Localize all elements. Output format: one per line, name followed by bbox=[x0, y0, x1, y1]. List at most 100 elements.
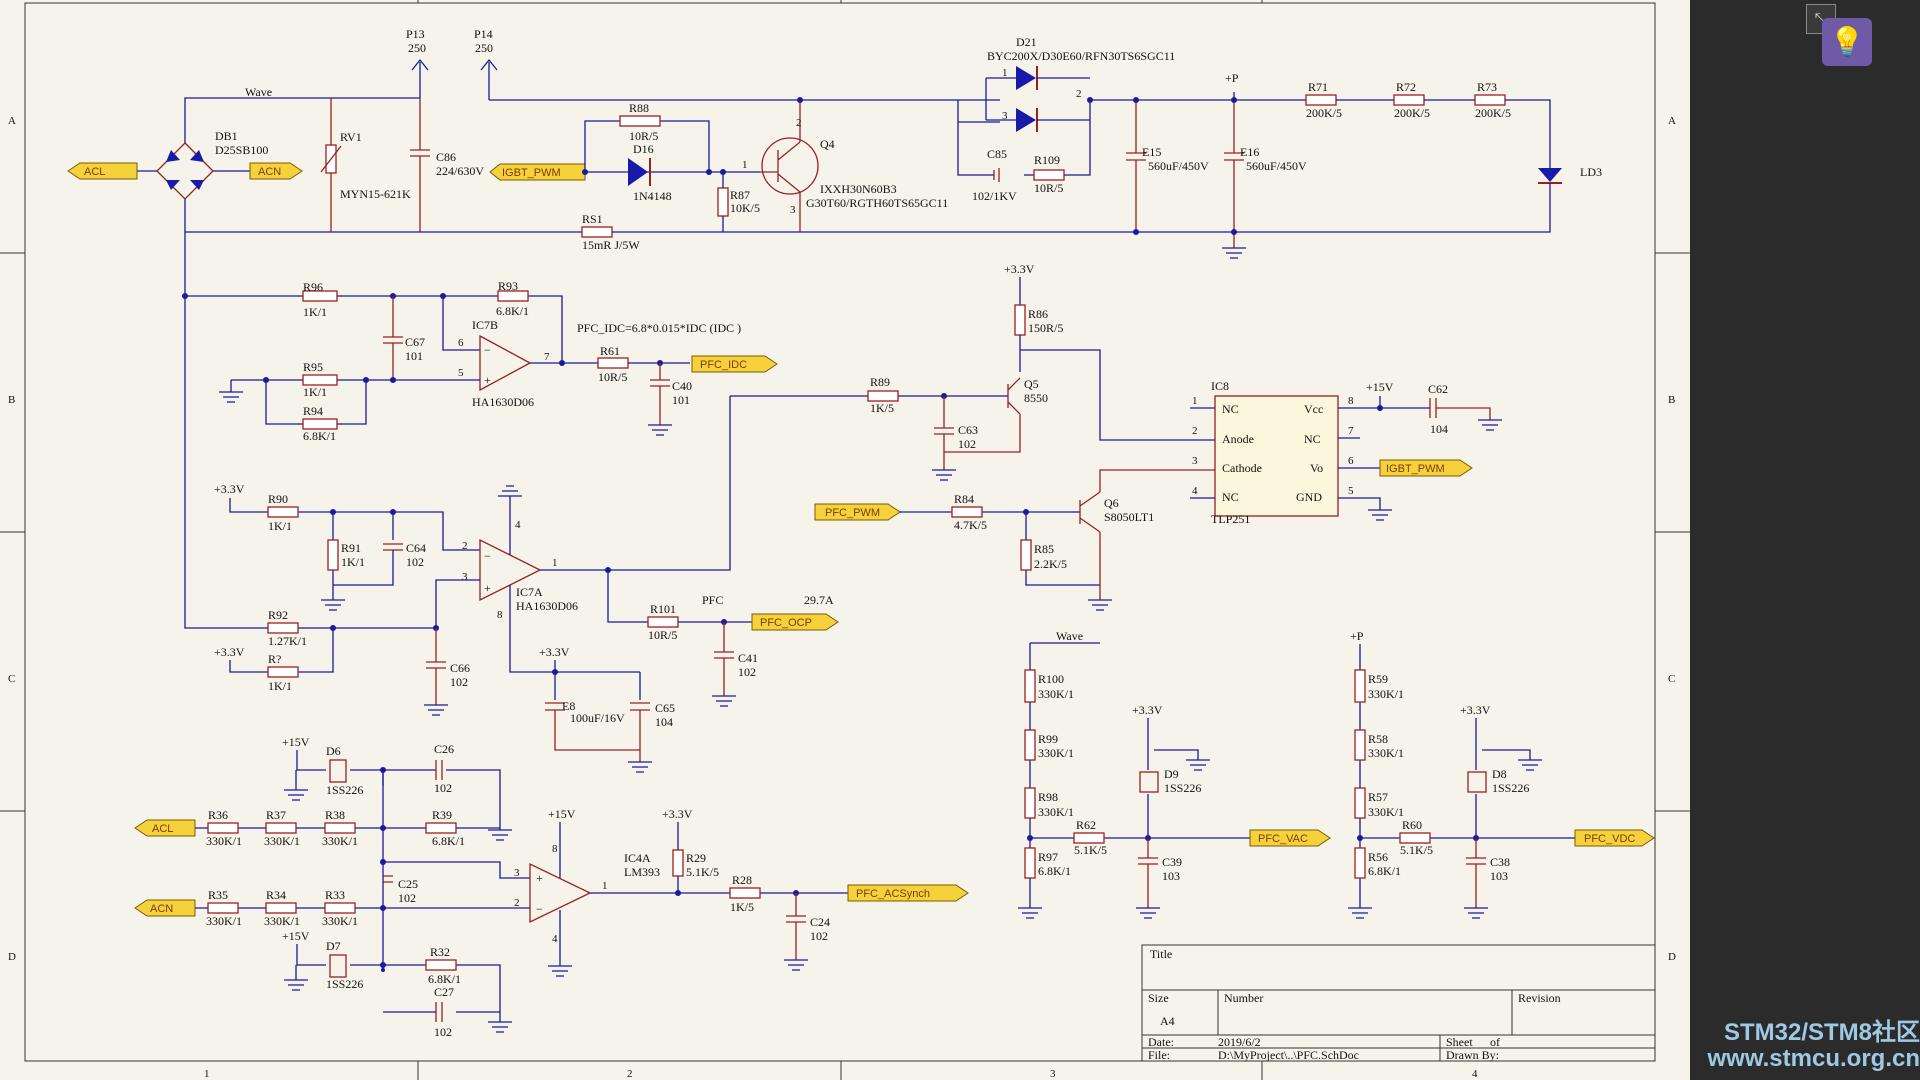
svg-text:LM393: LM393 bbox=[624, 865, 660, 879]
svg-text:C27: C27 bbox=[434, 985, 454, 999]
svg-text:104: 104 bbox=[1430, 422, 1448, 436]
svg-text:R72: R72 bbox=[1396, 80, 1416, 94]
svg-text:330K/1: 330K/1 bbox=[322, 914, 358, 928]
svg-text:1K/5: 1K/5 bbox=[730, 900, 754, 914]
svg-text:1K/1: 1K/1 bbox=[268, 679, 292, 693]
port-pfc-vdc: PFC_VDC bbox=[1574, 829, 1655, 847]
svg-text:C85: C85 bbox=[987, 147, 1007, 161]
svg-text:C24: C24 bbox=[810, 915, 830, 929]
svg-text:+: + bbox=[484, 581, 491, 595]
svg-text:1N4148: 1N4148 bbox=[633, 189, 672, 203]
svg-text:+3.3V: +3.3V bbox=[539, 645, 570, 659]
svg-text:R88: R88 bbox=[629, 101, 649, 115]
svg-text:R91: R91 bbox=[341, 541, 361, 555]
svg-text:+3.3V: +3.3V bbox=[214, 482, 245, 496]
power-stage: DB1 D25SB100 ACL ACN Wave RV1 MYN15-621K… bbox=[67, 27, 1602, 296]
svg-text:6.8K/1: 6.8K/1 bbox=[428, 972, 461, 986]
svg-text:1: 1 bbox=[552, 557, 558, 569]
svg-text:R101: R101 bbox=[650, 602, 676, 616]
svg-text:102: 102 bbox=[434, 1025, 452, 1039]
svg-text:R71: R71 bbox=[1308, 80, 1328, 94]
svg-text:1SS226: 1SS226 bbox=[326, 783, 363, 797]
svg-text:ACL: ACL bbox=[84, 166, 105, 178]
svg-text:1SS226: 1SS226 bbox=[1492, 781, 1529, 795]
svg-text:5.1K/5: 5.1K/5 bbox=[686, 865, 719, 879]
svg-text:+3.3V: +3.3V bbox=[1132, 703, 1163, 717]
svg-text:−: − bbox=[484, 549, 491, 563]
svg-text:+15V: +15V bbox=[1366, 380, 1394, 394]
title-block-revision: Revision bbox=[1518, 991, 1561, 1005]
port-acl-bottom: ACL bbox=[134, 819, 196, 837]
svg-text:2: 2 bbox=[514, 897, 520, 909]
svg-text:1K/5: 1K/5 bbox=[870, 401, 894, 415]
svg-text:ACL: ACL bbox=[152, 823, 173, 835]
svg-text:DB1: DB1 bbox=[215, 129, 238, 143]
svg-text:1: 1 bbox=[602, 880, 608, 892]
svg-text:104: 104 bbox=[655, 715, 673, 729]
svg-text:2: 2 bbox=[796, 117, 802, 129]
svg-text:R57: R57 bbox=[1368, 790, 1388, 804]
svg-text:6.8K/1: 6.8K/1 bbox=[1368, 864, 1401, 878]
title-block-date: Date: bbox=[1148, 1035, 1174, 1049]
lightbulb-icon[interactable]: 💡 bbox=[1822, 18, 1872, 66]
svg-text:224/630V: 224/630V bbox=[436, 164, 484, 178]
svg-text:1: 1 bbox=[742, 159, 748, 171]
svg-text:7: 7 bbox=[1348, 425, 1354, 437]
svg-text:6.8K/1: 6.8K/1 bbox=[432, 834, 465, 848]
svg-text:P13: P13 bbox=[406, 27, 425, 41]
border-zone-labels: A B C D A B C D 1 2 3 4 bbox=[8, 115, 1676, 1080]
svg-text:+3.3V: +3.3V bbox=[662, 807, 693, 821]
svg-text:MYN15-621K: MYN15-621K bbox=[340, 187, 411, 201]
title-block bbox=[1141, 944, 1656, 1062]
svg-text:4: 4 bbox=[1472, 1068, 1478, 1080]
svg-text:4: 4 bbox=[552, 933, 558, 945]
svg-text:E16: E16 bbox=[1240, 145, 1259, 159]
svg-text:15mR J/5W: 15mR J/5W bbox=[582, 238, 640, 252]
svg-text:C39: C39 bbox=[1162, 855, 1182, 869]
svg-text:R58: R58 bbox=[1368, 732, 1388, 746]
svg-text:ACN: ACN bbox=[150, 903, 173, 915]
svg-text:560uF/450V: 560uF/450V bbox=[1246, 159, 1307, 173]
svg-text:S8050LT1: S8050LT1 bbox=[1104, 510, 1154, 524]
svg-text:−: − bbox=[536, 902, 543, 916]
svg-text:Q4: Q4 bbox=[820, 137, 835, 151]
svg-text:R61: R61 bbox=[600, 344, 620, 358]
svg-text:C: C bbox=[1668, 673, 1675, 685]
svg-text:R60: R60 bbox=[1402, 818, 1422, 832]
svg-text:102: 102 bbox=[810, 929, 828, 943]
svg-text:101: 101 bbox=[405, 349, 423, 363]
svg-text:1.27K/1: 1.27K/1 bbox=[268, 634, 307, 648]
svg-text:IXXH30N60B3: IXXH30N60B3 bbox=[820, 182, 897, 196]
svg-text:R56: R56 bbox=[1368, 850, 1388, 864]
svg-text:330K/1: 330K/1 bbox=[264, 914, 300, 928]
svg-text:1SS226: 1SS226 bbox=[1164, 781, 1201, 795]
svg-text:C63: C63 bbox=[958, 423, 978, 437]
svg-text:1: 1 bbox=[1002, 67, 1008, 79]
svg-text:29.7A: 29.7A bbox=[804, 593, 834, 607]
svg-text:TLP251: TLP251 bbox=[1211, 512, 1250, 526]
svg-text:102: 102 bbox=[450, 675, 468, 689]
port-acn-bottom: ACN bbox=[134, 899, 196, 917]
svg-text:8550: 8550 bbox=[1024, 391, 1048, 405]
svg-text:R99: R99 bbox=[1038, 732, 1058, 746]
svg-text:560uF/450V: 560uF/450V bbox=[1148, 159, 1209, 173]
svg-text:D: D bbox=[1668, 951, 1676, 963]
svg-text:R95: R95 bbox=[303, 360, 323, 374]
svg-text:+15V: +15V bbox=[548, 807, 576, 821]
svg-text:3: 3 bbox=[1192, 455, 1198, 467]
title-block-size-value: A4 bbox=[1160, 1014, 1175, 1028]
watermark-line2: www.stmcu.org.cn bbox=[1707, 1045, 1920, 1072]
svg-text:1K/1: 1K/1 bbox=[303, 305, 327, 319]
svg-text:PFC_VDC: PFC_VDC bbox=[1584, 833, 1635, 845]
svg-text:−: − bbox=[484, 343, 491, 357]
svg-text:7: 7 bbox=[544, 351, 550, 363]
svg-text:A: A bbox=[8, 115, 16, 127]
svg-text:102/1KV: 102/1KV bbox=[972, 189, 1017, 203]
svg-text:102: 102 bbox=[398, 891, 416, 905]
svg-text:330K/1: 330K/1 bbox=[264, 834, 300, 848]
svg-text:102: 102 bbox=[434, 781, 452, 795]
svg-text:R86: R86 bbox=[1028, 307, 1048, 321]
